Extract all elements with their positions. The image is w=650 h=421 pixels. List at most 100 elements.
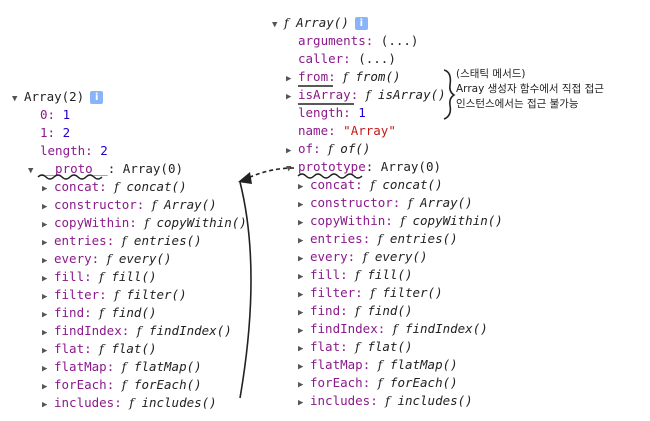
collapse-triangle-icon[interactable]: ▶ [42,328,48,338]
function-symbol: f [355,267,360,282]
prototype-key: prototype [298,159,366,174]
expand-triangle-icon[interactable]: ▼ [272,20,278,30]
method-row-flatmap[interactable]: ▶flatMap: f flatMap() [42,358,202,376]
array-constructor-header[interactable]: ▼f Array()i [272,14,368,32]
method-row-fill[interactable]: ▶fill: f fill() [42,268,157,286]
collapse-triangle-icon[interactable]: ▶ [298,362,304,372]
method-fn: flatMap() [133,359,202,374]
method-key: every [54,251,92,266]
method-fn: Array() [420,195,473,210]
expand-triangle-icon[interactable]: ▼ [12,94,18,104]
collapse-triangle-icon[interactable]: ▶ [42,202,48,212]
collapse-triangle-icon[interactable]: ▶ [42,346,48,356]
collapse-triangle-icon[interactable]: ▶ [42,364,48,374]
function-symbol: f [129,395,134,410]
arguments-row[interactable]: arguments: (...) [298,33,419,48]
collapse-triangle-icon[interactable]: ▶ [42,184,48,194]
method-row-foreach[interactable]: ▶forEach: f forEach() [298,374,458,392]
collapse-triangle-icon[interactable]: ▶ [286,74,292,84]
method-key: includes [310,393,371,408]
method-row-find[interactable]: ▶find: f find() [42,304,157,322]
collapse-triangle-icon[interactable]: ▶ [298,308,304,318]
array-instance-header[interactable]: ▼Array(2)i [12,88,104,106]
method-key: every [310,249,348,264]
method-fn: concat() [382,177,443,192]
proto-row[interactable]: ▼__proto__: Array(0) [28,160,183,178]
method-row-copywithin[interactable]: ▶copyWithin: f copyWithin() [298,212,503,230]
method-row-concat[interactable]: ▶concat: f concat() [42,178,187,196]
collapse-triangle-icon[interactable]: ▶ [298,290,304,300]
prop-key: length [40,143,86,158]
method-fn: Array() [164,197,217,212]
prop-key: length [298,105,344,120]
method-row-every[interactable]: ▶every: f every() [298,248,428,266]
method-fn: every() [374,249,428,264]
method-row-filter[interactable]: ▶filter: f filter() [298,284,443,302]
method-row-findindex[interactable]: ▶findIndex: f findIndex() [298,320,488,338]
method-key: flat [310,339,341,354]
method-row-includes[interactable]: ▶includes: f includes() [298,392,473,410]
collapse-triangle-icon[interactable]: ▶ [298,398,304,408]
expand-triangle-icon[interactable]: ▼ [28,166,34,176]
collapse-triangle-icon[interactable]: ▶ [298,218,304,228]
prototype-row[interactable]: ▼prototype: Array(0) [286,158,441,176]
of-row[interactable]: ▶of: f of() [286,140,370,158]
method-row-entries[interactable]: ▶entries: f entries() [298,230,458,248]
collapse-triangle-icon[interactable]: ▶ [298,182,304,192]
expand-triangle-icon[interactable]: ▼ [286,164,292,174]
collapse-triangle-icon[interactable]: ▶ [42,274,48,284]
method-row-fill[interactable]: ▶fill: f fill() [298,266,413,284]
collapse-triangle-icon[interactable]: ▶ [42,256,48,266]
method-key: includes [54,395,115,410]
collapse-triangle-icon[interactable]: ▶ [298,200,304,210]
collapse-triangle-icon[interactable]: ▶ [42,382,48,392]
prop-key: arguments [298,33,366,48]
function-symbol: f [99,341,104,356]
method-row-every[interactable]: ▶every: f every() [42,250,172,268]
method-row-includes[interactable]: ▶includes: f includes() [42,394,217,412]
collapse-triangle-icon[interactable]: ▶ [298,326,304,336]
prop-value[interactable]: (...) [380,33,419,48]
method-row-constructor[interactable]: ▶constructor: f Array() [42,196,217,214]
function-symbol: f [370,177,375,192]
function-symbol: f [385,393,390,408]
method-row-flat[interactable]: ▶flat: f flat() [42,340,157,358]
method-row-find[interactable]: ▶find: f find() [298,302,413,320]
method-row-flat[interactable]: ▶flat: f flat() [298,338,413,356]
prototype-wavy-underline [297,173,363,179]
collapse-triangle-icon[interactable]: ▶ [298,380,304,390]
info-icon[interactable]: i [90,91,104,104]
prop-value: 1 [62,107,71,122]
collapse-triangle-icon[interactable]: ▶ [286,92,292,102]
method-row-constructor[interactable]: ▶constructor: f Array() [298,194,473,212]
collapse-triangle-icon[interactable]: ▶ [42,292,48,302]
method-row-concat[interactable]: ▶concat: f concat() [298,176,443,194]
info-icon[interactable]: i [354,17,368,30]
method-fn: findIndex() [404,321,488,336]
method-fn: findIndex() [148,323,232,338]
collapse-triangle-icon[interactable]: ▶ [298,344,304,354]
method-row-filter[interactable]: ▶filter: f filter() [42,286,187,304]
collapse-triangle-icon[interactable]: ▶ [298,272,304,282]
collapse-triangle-icon[interactable]: ▶ [42,238,48,248]
collapse-triangle-icon[interactable]: ▶ [42,400,48,410]
method-key: entries [310,231,363,246]
caller-row[interactable]: caller: (...) [298,51,396,66]
function-symbol: f [400,213,405,228]
collapse-triangle-icon[interactable]: ▶ [42,220,48,230]
method-fn: filter() [126,287,187,302]
prop-value[interactable]: (...) [358,51,396,66]
collapse-triangle-icon[interactable]: ▶ [286,146,292,156]
collapse-triangle-icon[interactable]: ▶ [42,310,48,320]
method-row-findindex[interactable]: ▶findIndex: f findIndex() [42,322,232,340]
method-row-flatmap[interactable]: ▶flatMap: f flatMap() [298,356,458,374]
function-symbol: f [377,357,383,372]
method-row-entries[interactable]: ▶entries: f entries() [42,232,202,250]
isarray-row[interactable]: ▶isArray: f isArray() [286,86,446,104]
from-row[interactable]: ▶from: f from() [286,68,401,86]
collapse-triangle-icon[interactable]: ▶ [298,254,304,264]
method-row-foreach[interactable]: ▶forEach: f forEach() [42,376,202,394]
static-method-annotation: (스태틱 메서드) Array 생성자 함수에서 직접 접근 인스턴스에서는 접… [456,67,604,112]
collapse-triangle-icon[interactable]: ▶ [298,236,304,246]
method-row-copywithin[interactable]: ▶copyWithin: f copyWithin() [42,214,247,232]
